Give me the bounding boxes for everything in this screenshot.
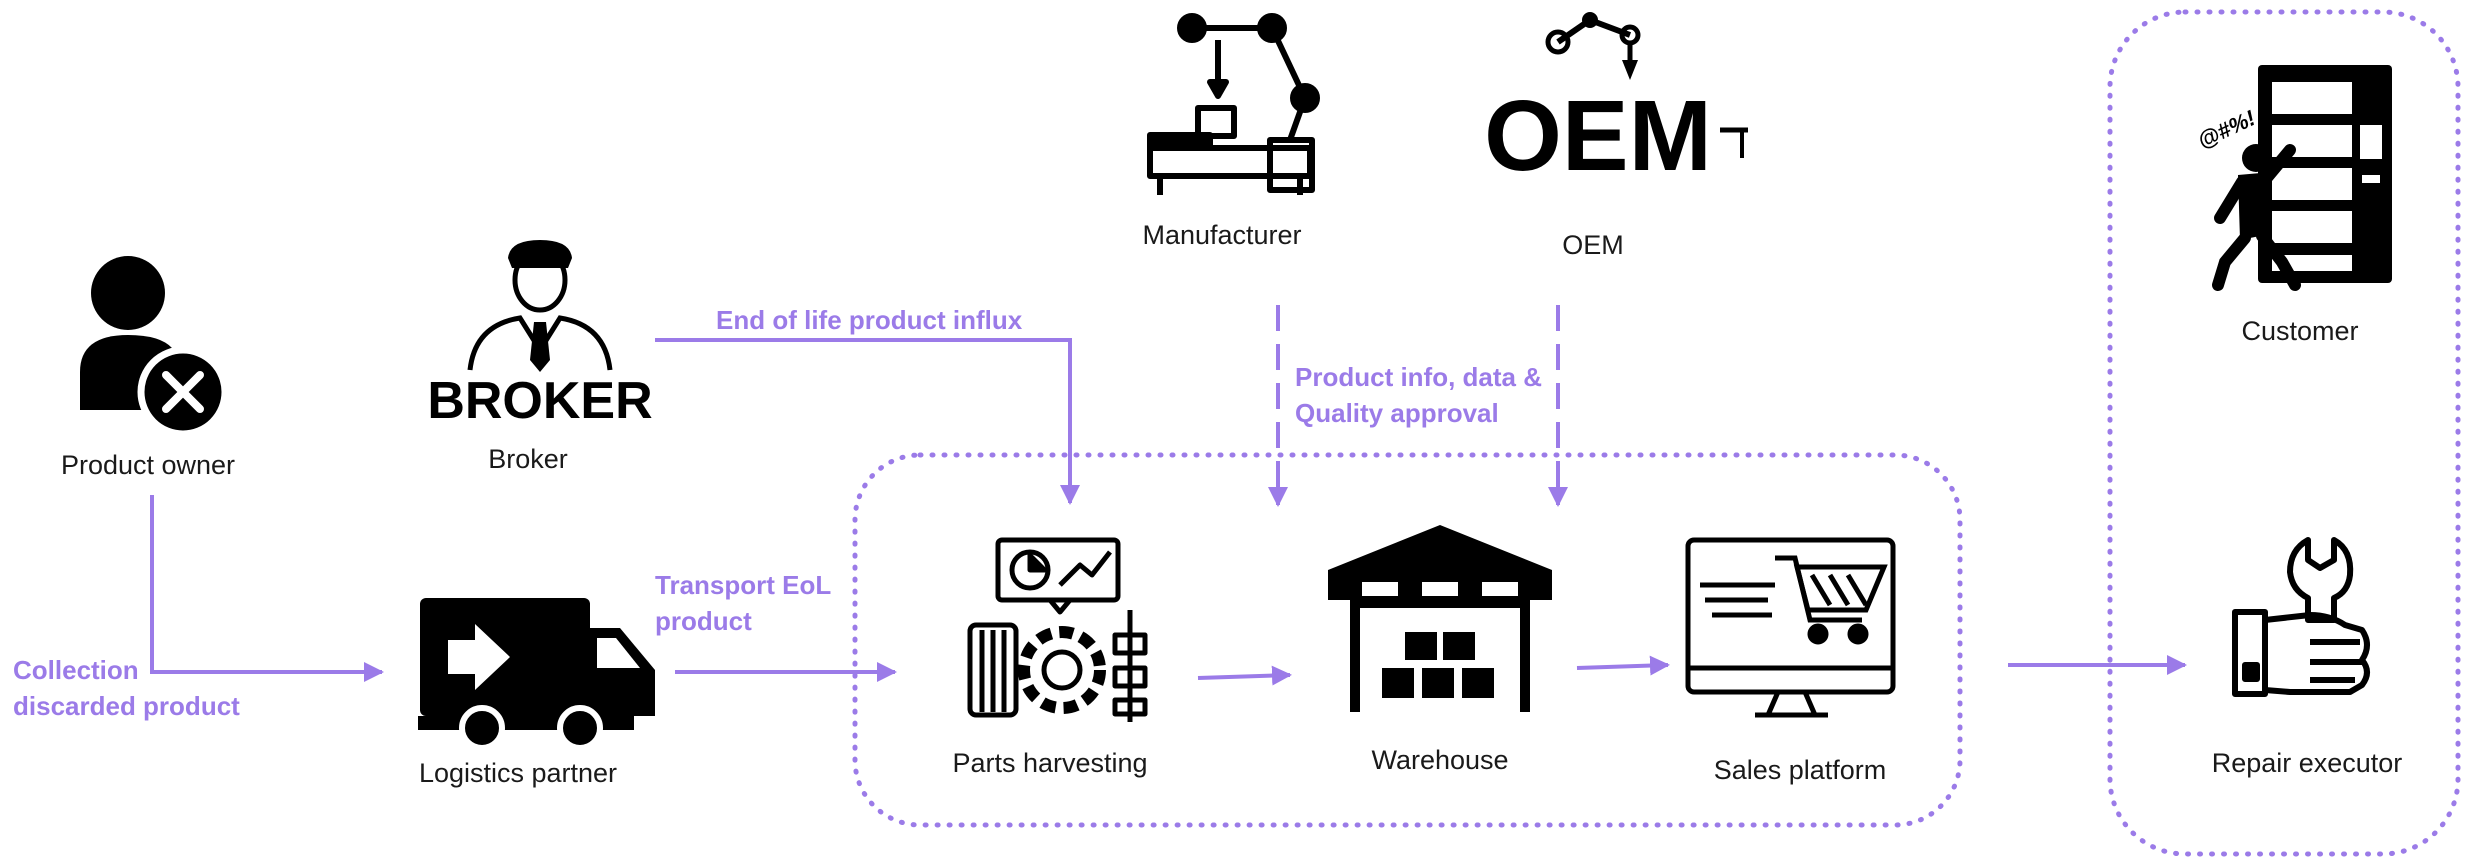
flow-arrows [150,305,2187,686]
harvest-to-warehouse-arrow [1197,665,1292,686]
oem-logo-icon: OEM [1484,12,1748,192]
broker-icon: BROKER [427,240,653,430]
robotic-arm-factory-icon [1147,13,1320,195]
customer-label: Customer [2241,316,2359,346]
online-shop-monitor-icon [1685,537,1896,718]
collection-arrow [150,495,384,682]
product-info-flow-line2: Quality approval [1295,398,1499,428]
parts-harvesting-icon [967,537,1148,722]
transport-flow-line1: Transport EoL [655,570,832,600]
wrench-hand-icon [2232,537,2370,697]
product-owner-label: Product owner [60,450,236,480]
transport-flow-line2: product [655,606,752,636]
delivery-truck-icon [418,598,655,751]
manufacturer-label: Manufacturer [1142,220,1302,250]
eol-influx-arrow [655,338,1080,505]
transport-flow-label: Transport EoL product [655,567,831,639]
angry-customer-vending-machine-icon: @#%! [2194,65,2392,291]
warehouse-icon [1328,525,1552,712]
collection-flow-line2: discarded product [13,691,240,721]
oem-label: OEM [1562,230,1624,260]
broker-label: Broker [488,444,568,474]
sales-platform-label: Sales platform [1713,755,1887,785]
broker-icon-text: BROKER [427,372,652,430]
product-info-flow-line1: Product info, data & [1295,362,1542,392]
warehouse-label: Warehouse [1371,745,1509,775]
person-remove-icon [80,256,229,438]
core-process-group [852,452,1963,828]
collection-flow-label: Collection discarded product [13,652,240,724]
product-info-flow-label: Product info, data & Quality approval [1295,359,1542,431]
repair-executor-label: Repair executor [2211,748,2403,778]
parts-harvesting-label: Parts harvesting [952,748,1148,778]
warehouse-to-sales-arrow [1576,655,1670,676]
customer-group [2107,9,2461,857]
logistics-partner-label: Logistics partner [418,758,618,788]
oem-icon-text: OEM [1484,80,1712,192]
eol-influx-flow-label: End of life product influx [716,305,1023,335]
collection-flow-line1: Collection [13,655,139,685]
